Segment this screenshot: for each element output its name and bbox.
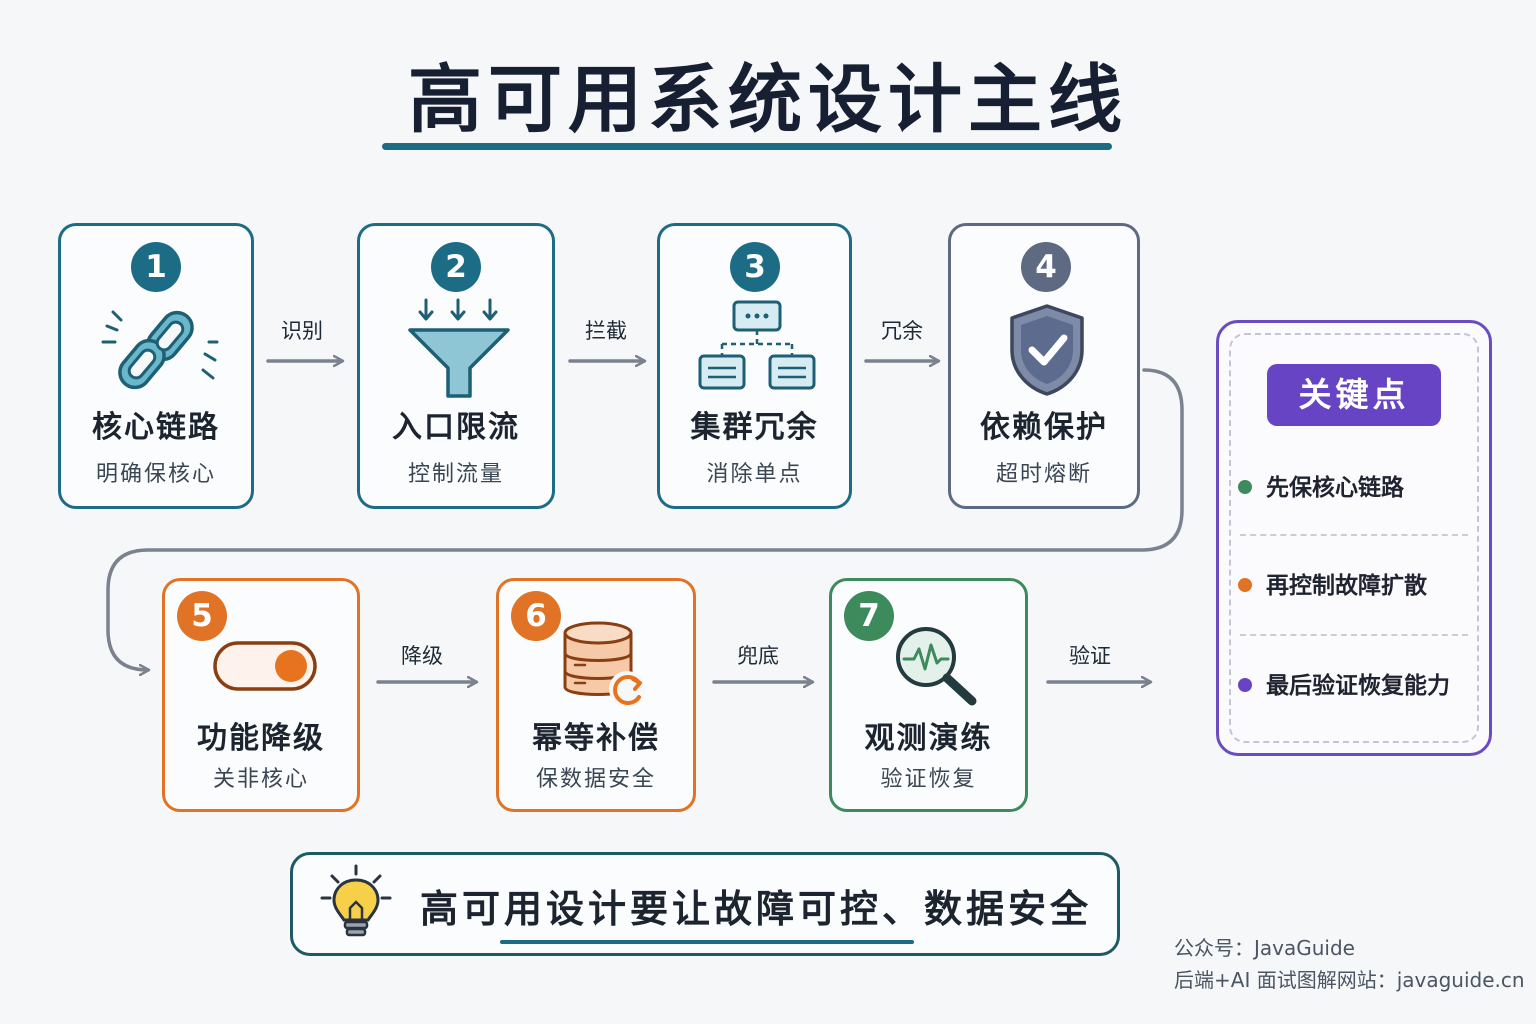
key-point-text: 最后验证恢复能力	[1266, 673, 1450, 699]
summary-underline	[500, 940, 914, 944]
bullet-dot-icon	[1238, 479, 1252, 494]
step-badge: 3	[730, 242, 780, 292]
step-title: 依赖保护	[980, 410, 1108, 445]
step-subtitle: 消除单点	[706, 462, 803, 487]
key-points-inner-border	[1229, 333, 1479, 743]
arrow-label-fallback: 兜底	[737, 644, 779, 668]
step-subtitle: 控制流量	[407, 462, 504, 487]
step-card-idempotent: 6 幂等补偿 保数据安全	[496, 578, 696, 812]
key-points-title: 关键点	[1267, 364, 1441, 426]
magnifier-pulse-icon	[896, 627, 977, 706]
summary-box	[290, 852, 1120, 956]
step-card-dependency: 4 依赖保护 超时熔断	[948, 223, 1140, 509]
lightbulb-icon	[320, 864, 392, 937]
page-title: 高可用系统设计主线	[408, 57, 1128, 143]
bullet-dot-icon	[1238, 677, 1252, 692]
step-card-cluster: 3 集群冗余 消除单点	[657, 223, 852, 509]
step-subtitle: 关非核心	[212, 767, 309, 792]
footer-account: 公众号：JavaGuide	[1174, 936, 1355, 960]
arrow-label-degrade: 降级	[401, 644, 443, 668]
step-card-core-path: 1 核心链路 明确保核心	[58, 223, 254, 509]
key-point-item: 最后验证恢复能力	[1238, 666, 1478, 700]
key-point-text: 再控制故障扩散	[1266, 573, 1427, 599]
chain-link-icon	[101, 310, 219, 390]
key-points-panel	[1216, 320, 1492, 756]
divider	[1240, 634, 1468, 636]
toggle-switch-icon	[213, 641, 317, 691]
step-badge: 4	[1021, 242, 1071, 292]
arrow-label-intercept: 拦截	[585, 319, 627, 343]
cluster-icon	[698, 300, 816, 390]
arrow-4-5	[106, 368, 1184, 670]
funnel-icon	[408, 298, 510, 398]
step-subtitle: 明确保核心	[95, 462, 216, 487]
key-point-item: 再控制故障扩散	[1238, 566, 1478, 600]
step-title: 观测演练	[864, 721, 993, 756]
bullet-dot-icon	[1238, 577, 1252, 592]
step-badge: 6	[511, 591, 561, 641]
step-subtitle: 超时熔断	[995, 462, 1092, 487]
shield-check-icon	[1010, 304, 1084, 396]
step-card-observe: 7 观测演练 验证恢复	[829, 578, 1028, 812]
step-title: 集群冗余	[690, 410, 819, 445]
title-underline	[382, 143, 1112, 150]
step-badge: 5	[177, 591, 227, 641]
step-title: 幂等补偿	[532, 721, 660, 756]
step-title: 入口限流	[392, 410, 520, 445]
step-badge: 7	[844, 591, 894, 641]
step-subtitle: 验证恢复	[880, 767, 977, 792]
key-point-text: 先保核心链路	[1266, 475, 1404, 501]
step-card-rate-limit: 2 入口限流 控制流量	[357, 223, 555, 509]
step-title: 功能降级	[197, 721, 325, 756]
summary-text: 高可用设计要让故障可控、数据安全	[420, 887, 1093, 931]
arrow-label-redundancy: 冗余	[881, 319, 923, 343]
key-point-item: 先保核心链路	[1238, 468, 1478, 502]
arrow-label-identify: 识别	[281, 319, 323, 343]
arrow-label-verify: 验证	[1069, 644, 1111, 668]
database-refresh-icon	[563, 621, 645, 707]
divider	[1240, 534, 1468, 536]
step-card-degrade: 5 功能降级 关非核心	[162, 578, 360, 812]
step-badge: 2	[431, 242, 481, 292]
footer-website: 后端+AI 面试图解网站：javaguide.cn	[1174, 968, 1525, 992]
step-title: 核心链路	[92, 410, 220, 445]
step-subtitle: 保数据安全	[535, 767, 656, 792]
step-badge: 1	[131, 242, 181, 292]
